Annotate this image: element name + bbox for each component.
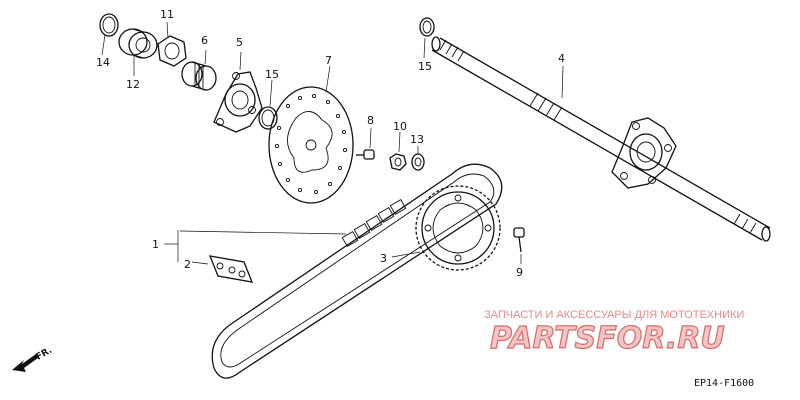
front-direction-arrow-icon: FR. [12, 346, 54, 372]
part-8-flange-bolt [356, 149, 375, 160]
part-13-washer [411, 153, 425, 171]
chain-links-detail [341, 199, 407, 247]
callout-15-right: 15 [418, 60, 432, 73]
part-4-rear-axle [431, 36, 771, 242]
callout-12: 12 [126, 78, 140, 91]
part-2-master-link [208, 255, 254, 283]
callout-15-left: 15 [265, 68, 279, 81]
callout-7: 7 [325, 54, 332, 67]
callout-8: 8 [367, 114, 374, 127]
part-1-drive-chain [211, 163, 503, 379]
callout-3: 3 [380, 252, 387, 265]
part-11-lock-nut [157, 35, 187, 67]
axle-hub-flange [611, 117, 677, 189]
part-15-o-ring-right [419, 17, 435, 37]
part-14-snap-ring [99, 13, 119, 37]
callout-6: 6 [201, 34, 208, 47]
callout-5: 5 [236, 36, 243, 49]
part-5-bearing-holder [213, 71, 263, 133]
part-10-nut [389, 153, 407, 171]
watermark: ЗАПЧАСТИ И АКСЕССУАРЫ ДЛЯ МОТОТЕХНИКИ PA… [484, 309, 744, 357]
callout-10: 10 [393, 120, 407, 133]
callout-9: 9 [516, 266, 523, 279]
part-6-threaded-collar [181, 61, 217, 91]
callout-11: 11 [160, 8, 174, 21]
part-3-sprocket [415, 185, 501, 271]
callout-13: 13 [410, 133, 424, 146]
part-12-bearing [118, 28, 158, 59]
callout-14: 14 [96, 56, 110, 69]
part-9-sprocket-bolt [513, 227, 525, 253]
callout-4: 4 [558, 52, 565, 65]
part-7-brake-disc [268, 86, 354, 204]
callout-1: 1 [152, 238, 159, 251]
callout-2: 2 [184, 258, 191, 271]
front-direction-label: FR. [35, 346, 54, 363]
watermark-logo: PARTSFOR.RU [490, 321, 725, 356]
diagram-code: EP14-F1600 [694, 378, 754, 389]
watermark-line: ЗАПЧАСТИ И АКСЕССУАРЫ ДЛЯ МОТОТЕХНИКИ [484, 309, 744, 321]
